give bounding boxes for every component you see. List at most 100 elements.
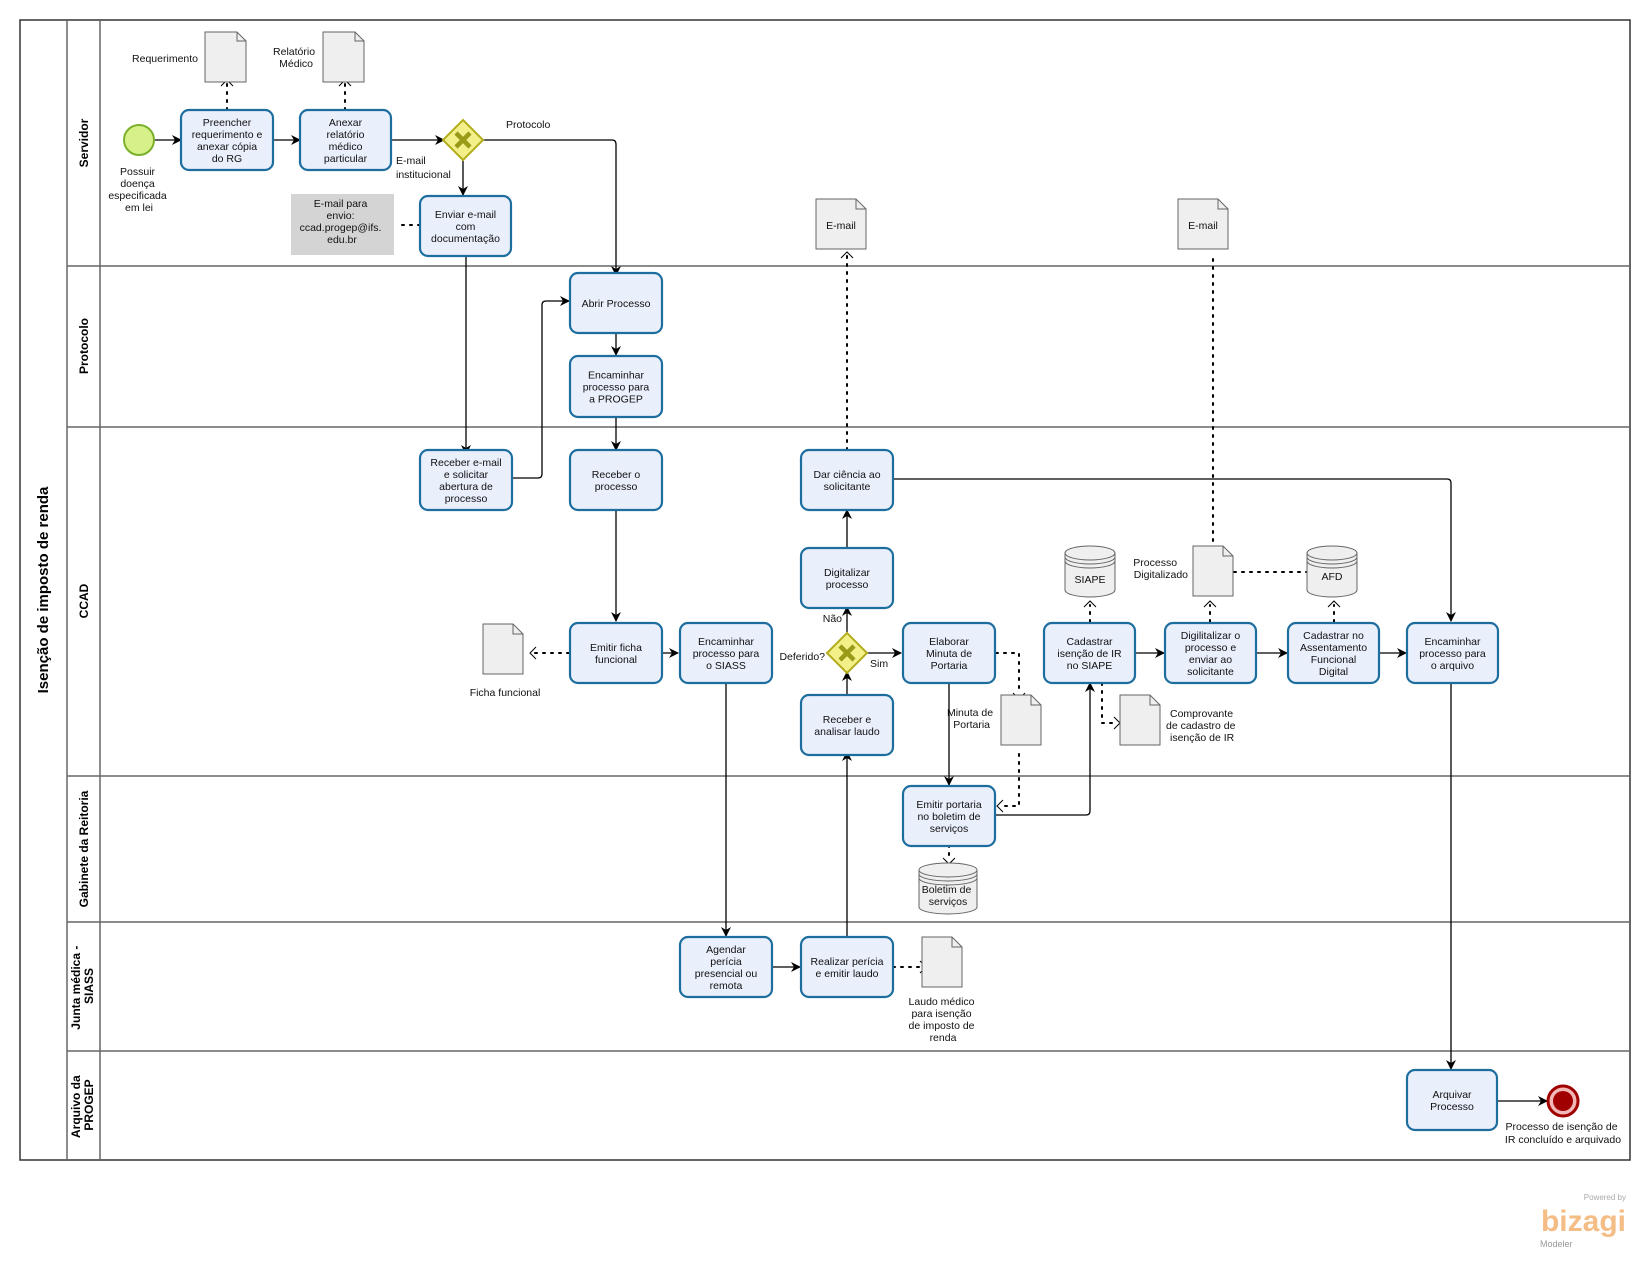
x-icon	[838, 644, 856, 662]
doc-processo-digitalizado: Processo Digitalizado	[1133, 545, 1234, 597]
task-box[interactable]	[179, 108, 275, 172]
sequence-flows	[155, 135, 1548, 1106]
task-box[interactable]	[568, 354, 664, 419]
document-fold	[512, 624, 523, 635]
task-label-line: Minuta de	[926, 648, 972, 660]
task-box[interactable]	[298, 108, 393, 172]
doc-label-line: Minuta de	[947, 707, 993, 719]
task-box[interactable]	[1042, 621, 1137, 685]
document-icon	[1119, 694, 1161, 746]
task-box[interactable]	[1286, 621, 1381, 685]
task-box[interactable]	[568, 621, 664, 685]
start-event[interactable]: Possuir doença especificada em lei	[108, 124, 169, 214]
database-icon	[1306, 553, 1358, 598]
annotation-line: ccad.progep@ifs.	[300, 222, 382, 234]
doc-minuta: Minuta de Portaria	[947, 694, 1042, 746]
powered-by-text: Powered by	[1584, 1193, 1626, 1202]
task-label-line: particular	[324, 153, 368, 165]
task-label-line: Preencher	[203, 117, 252, 129]
doc-comprovante: Comprovante de cadastro de isenção de IR	[1119, 694, 1236, 746]
lane-label-junta-line2: SIASS	[82, 968, 96, 1004]
doc-label: E-mail	[1188, 220, 1218, 232]
task-box[interactable]	[799, 935, 895, 999]
database-rings	[1306, 556, 1358, 569]
task-label-line: requerimento e	[192, 129, 263, 141]
database-rings	[1064, 556, 1116, 569]
task-box[interactable]	[799, 448, 895, 512]
task-box[interactable]	[678, 935, 774, 999]
task-box[interactable]	[418, 194, 513, 258]
document-fold	[236, 32, 246, 42]
gateway-label-nao: Não	[823, 613, 842, 625]
datastore-siape: SIAPE	[1064, 545, 1116, 598]
task-label-line: enviar ao	[1189, 654, 1232, 666]
assoc-arrowhead	[1203, 600, 1217, 608]
doc-label: Minuta de Portaria	[947, 707, 996, 731]
task-abrir-processo[interactable]: Abrir Processo	[568, 271, 664, 335]
end-event[interactable]: Processo de isenção de IR concluído e ar…	[1505, 1084, 1621, 1146]
gateway-canal[interactable]: Protocolo E-mail institucional	[396, 118, 551, 181]
task-box[interactable]	[418, 448, 514, 512]
task-box[interactable]	[901, 784, 997, 848]
doc-label-line: Digitalizado	[1134, 569, 1188, 581]
end-event-label: Processo de isenção de IR concluído e ar…	[1505, 1121, 1621, 1146]
doc-label-line: Relatório	[273, 46, 315, 58]
assoc-arrowhead	[996, 799, 1004, 813]
task-box[interactable]	[1163, 621, 1258, 685]
gateway-label-sim: Sim	[870, 658, 888, 670]
task-box[interactable]	[1405, 621, 1500, 685]
task-box[interactable]	[1405, 1068, 1499, 1132]
task-label-line: documentação	[431, 233, 500, 245]
task-box[interactable]	[901, 621, 997, 685]
task-label-line: processo para	[583, 382, 650, 394]
task-label-line: processo para	[1419, 648, 1486, 660]
document-fold	[354, 32, 364, 42]
gateway-deferido[interactable]: Deferido? Não Sim	[779, 613, 888, 675]
task-box[interactable]	[678, 621, 774, 685]
task-label-line: no boletim de	[917, 811, 980, 823]
task-label-line: Receber o	[592, 469, 641, 481]
assoc-cadastrar-comprovante	[1101, 682, 1118, 724]
task-label-line: analisar laudo	[814, 726, 880, 738]
assoc-arrowhead	[529, 646, 537, 660]
start-event-circle[interactable]	[123, 124, 155, 156]
lane-label-protocolo: Protocolo	[77, 318, 91, 374]
task-label-line: Dar ciência ao	[813, 469, 880, 481]
task-box[interactable]	[799, 546, 895, 610]
task-box[interactable]	[568, 448, 664, 512]
task-box[interactable]	[799, 693, 895, 757]
doc-relatorio: Relatório Médico	[273, 31, 365, 83]
start-label-line: doença	[120, 178, 155, 190]
lane-label-junta: Junta médica - SIASS	[69, 942, 96, 1029]
task-label-line: Digitalizar	[824, 567, 871, 579]
start-label-line: especificada	[108, 190, 167, 202]
annotation-line: edu.br	[327, 234, 357, 246]
task-box[interactable]	[568, 271, 664, 335]
annotation-box	[291, 194, 394, 255]
doc-label: Processo Digitalizado	[1133, 557, 1188, 581]
